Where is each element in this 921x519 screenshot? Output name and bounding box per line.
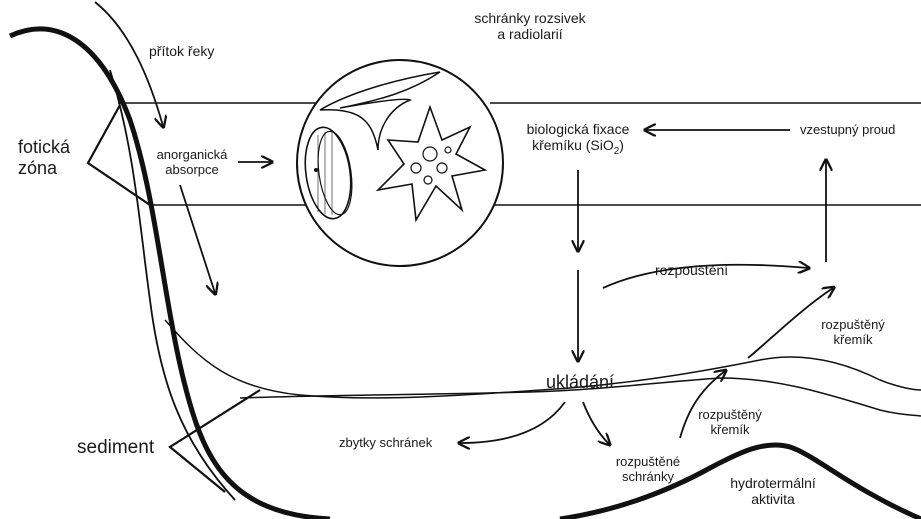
biological-fixation-label: biologická fixace křemíku (SiO2) bbox=[505, 121, 651, 157]
dissolved-shells-label: rozpuštěné schránky bbox=[606, 454, 690, 485]
hydrothermal-label: hydrotermální aktivita bbox=[718, 475, 828, 507]
photic-zone-bracket bbox=[86, 104, 151, 206]
dissolved-silica-right-label: rozpuštěný křemík bbox=[815, 317, 891, 348]
hydrothermal-line2: aktivita bbox=[751, 491, 795, 508]
shell-remains-arrow bbox=[460, 401, 566, 443]
shells-label-line2: a radiolarií bbox=[497, 26, 563, 43]
shell-remains-label: zbytky schránek bbox=[339, 435, 433, 450]
continental-slope bbox=[8, 26, 331, 519]
hydrothermal-ridge bbox=[559, 442, 921, 519]
biofix-line1: biologická fixace bbox=[526, 121, 630, 137]
shells-label: schránky rozsivek a radiolarií bbox=[440, 10, 620, 42]
dissolved-shells-arrow bbox=[582, 401, 609, 444]
dissolved-silica-right-arrow bbox=[747, 288, 833, 359]
river-inflow-arrow bbox=[94, 1, 163, 126]
dissolved-silica-mid-label: rozpuštěný křemík bbox=[692, 407, 768, 438]
dissolved-silica-right-line1: rozpuštěný bbox=[821, 317, 885, 332]
dissolution-label: rozpouštění bbox=[655, 262, 729, 278]
radiolarian-icon bbox=[375, 104, 488, 223]
dissolved-silica-right-line2: křemík bbox=[833, 331, 873, 347]
dissolution-arrow bbox=[602, 265, 808, 289]
photic-zone-line2: zóna bbox=[18, 157, 58, 178]
dissolved-silica-mid-line1: rozpuštěný bbox=[698, 407, 762, 422]
dissolved-shells-line2: schránky bbox=[621, 468, 675, 484]
sinking-arrow-left bbox=[179, 184, 215, 293]
sediment-bottom-line bbox=[239, 377, 921, 417]
deposition-label: ukládání bbox=[546, 372, 615, 392]
biofix-line2: křemíku (SiO2) bbox=[505, 137, 651, 157]
sediment-top-line bbox=[164, 319, 921, 399]
photic-zone-line1: fotická bbox=[18, 137, 71, 157]
hydrothermal-line1: hydrotermální bbox=[730, 475, 816, 491]
biofix-suffix: ) bbox=[619, 137, 624, 154]
dissolved-silica-mid-line2: křemík bbox=[710, 421, 750, 437]
inorganic-absorption-label: anorganická absorpce bbox=[146, 147, 238, 178]
diatom-elongated-icon bbox=[319, 71, 441, 151]
sediment-bracket bbox=[168, 389, 261, 493]
photic-zone-label: fotická zóna bbox=[18, 137, 70, 178]
shells-label-line1: schránky rozsivek bbox=[474, 10, 586, 26]
slope-inner-line bbox=[109, 69, 236, 501]
dissolved-silica-mid-arrow bbox=[679, 371, 725, 439]
inorganic-line2: absorpce bbox=[165, 161, 219, 177]
diatom-centric-icon bbox=[304, 126, 353, 220]
sediment-label: sediment bbox=[77, 437, 155, 458]
inorganic-line1: anorganická bbox=[156, 147, 228, 162]
upwelling-label: vzestupný proud bbox=[800, 122, 896, 137]
dissolved-shells-line1: rozpuštěné bbox=[615, 454, 681, 469]
river-inflow-label: přítok řeky bbox=[149, 43, 215, 59]
biofix-subscript: 2 bbox=[613, 145, 620, 157]
biofix-line2-prefix: křemíku (SiO bbox=[532, 137, 614, 154]
